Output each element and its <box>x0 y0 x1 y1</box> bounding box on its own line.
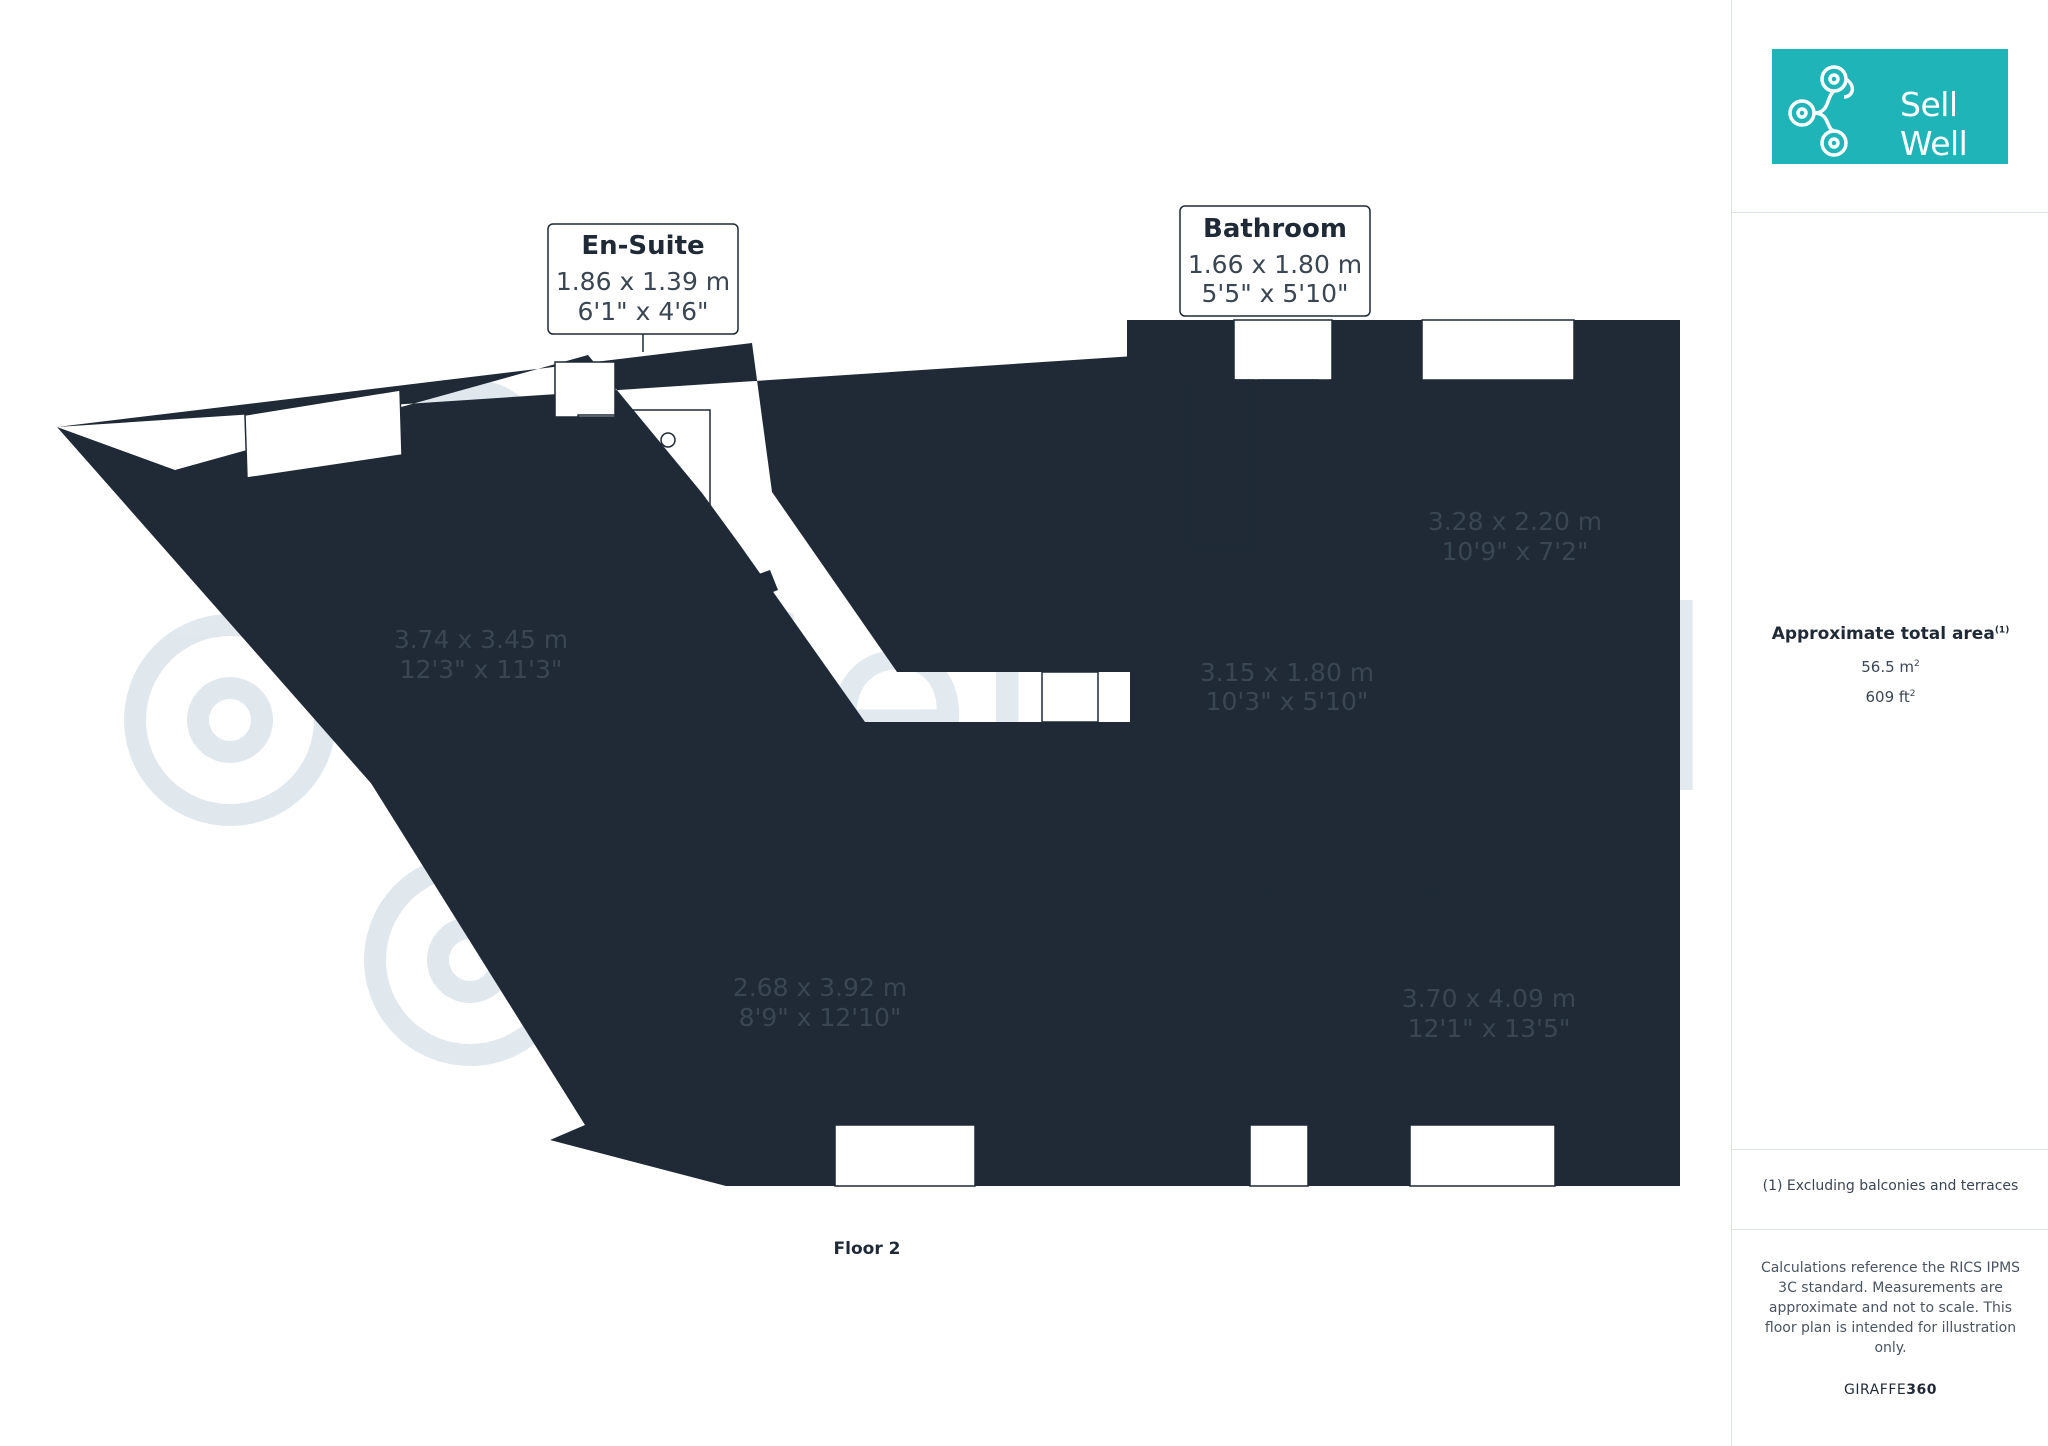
ensuite-sink-icon <box>688 528 762 602</box>
area-ft2: 609 ft2 <box>1865 688 1916 706</box>
door-icon <box>1023 759 1036 801</box>
ensuite-wall-s <box>700 570 778 615</box>
room-imperial-landing: 10'3" x 5'10" <box>1206 687 1369 716</box>
window <box>244 389 403 479</box>
room-name-bedroom-ne: Bedroom <box>1449 472 1581 502</box>
brand-prefix: GIRAFFE <box>1844 1382 1907 1398</box>
door-icon <box>1124 759 1137 801</box>
room-name-landing: Landing <box>1228 622 1345 652</box>
window <box>1409 1124 1556 1187</box>
room-metric-bedroom-se: 3.70 x 4.09 m <box>1402 984 1576 1013</box>
room-imperial-master-bedroom: 12'3" x 11'3" <box>400 655 563 684</box>
toilet-icon <box>577 414 619 481</box>
corridor-wall-s <box>1006 1015 1136 1035</box>
giraffe360-brand: GIRAFFE360 <box>1732 1382 2048 1398</box>
fixtures <box>577 379 1371 901</box>
bathroom-west-wall <box>1127 320 1187 570</box>
partition-wall-2 <box>1369 630 1386 730</box>
window <box>554 361 616 418</box>
window <box>1249 1124 1309 1187</box>
bedroom-ne-south-wall <box>1386 712 1620 729</box>
door-icon <box>1384 817 1456 896</box>
room-name-landing-small: Landing <box>1160 843 1277 873</box>
room-metric-en-suite: 1.86 x 1.39 m <box>556 267 730 296</box>
door-icon <box>807 726 881 806</box>
door-icon <box>894 835 976 906</box>
windows <box>244 319 1575 1187</box>
room-name-bedroom-sw: Bedroom <box>754 937 886 967</box>
north-wall <box>1127 320 1680 380</box>
window <box>1233 319 1333 381</box>
door-icon <box>1295 489 1370 571</box>
stair-rail <box>1269 826 1297 901</box>
storage-wall-w <box>1038 1035 1055 1125</box>
floor-label: Floor 2 <box>834 1239 901 1259</box>
ensuite-label <box>547 223 739 352</box>
sidebar: Sell Well Approximate total area(1) 56.5… <box>1731 0 2048 1446</box>
stairs-icon <box>1214 829 1281 901</box>
area-title-text: Approximate total area <box>1771 624 1995 644</box>
logo-mark-icon <box>1788 65 1855 157</box>
room-name-bedroom-se: Bedroom <box>1423 948 1555 978</box>
room-imperial-en-suite: 6'1" x 4'6" <box>577 297 708 326</box>
brand-suffix: 360 <box>1906 1382 1937 1398</box>
room-name-storage: Storage <box>1055 1060 1171 1090</box>
room-imperial-bedroom-ne: 10'9" x 7'2" <box>1442 537 1589 566</box>
partition-wall-3 <box>1369 745 1386 815</box>
diagonal-wall <box>57 427 755 1186</box>
storage-wall-e <box>1168 918 1185 1058</box>
bedroom-sw-west-wall <box>568 827 586 937</box>
window <box>1041 671 1099 723</box>
brand-logo: Sell Well <box>1772 49 2008 164</box>
footnote-text: (1) Excluding balconies and terraces <box>1762 1178 2019 1194</box>
window <box>834 1124 976 1187</box>
room-name-bathroom: Bathroom <box>1203 214 1347 244</box>
partition-wall <box>1369 380 1386 580</box>
area-title: Approximate total area(1) <box>1732 624 2048 644</box>
corridor-wall-w <box>1006 810 1024 1035</box>
wall-stub-2 <box>985 810 1006 827</box>
room-imperial-bedroom-sw: 8'9" x 12'10" <box>739 1003 902 1032</box>
room-metric-bathroom: 1.66 x 1.80 m <box>1188 250 1362 279</box>
room-imperial-bedroom-se: 12'1" x 13'5" <box>1408 1014 1571 1043</box>
shower-icon <box>629 409 711 511</box>
area-section: Approximate total area(1) 56.5 m2 609 ft… <box>1732 212 2048 1150</box>
west-wing-walls <box>57 320 1680 1186</box>
door-icon <box>1385 569 1457 649</box>
area-footnote-mark: (1) <box>1994 625 2010 636</box>
bathroom-label <box>1179 205 1371 317</box>
room-imperial-bathroom: 5'5" x 5'10" <box>1202 279 1349 308</box>
logo-text: Sell Well <box>1900 85 1968 163</box>
area-ft2-value: 609 ft <box>1865 688 1910 706</box>
room-metric-master-bedroom: 3.74 x 3.45 m <box>394 625 568 654</box>
area-m2-value: 56.5 m <box>1861 658 1915 676</box>
sink-icon <box>1257 379 1319 417</box>
doors <box>595 489 1457 906</box>
bath-icon <box>1186 379 1255 551</box>
door-icon <box>595 594 716 701</box>
stair-wall <box>1140 810 1296 827</box>
bedroom-sw-north-wall <box>568 827 878 847</box>
room-metric-bedroom-ne: 3.28 x 2.20 m <box>1428 507 1602 536</box>
room-name-en-suite: En-Suite <box>581 231 704 261</box>
logo-section: Sell Well <box>1732 0 2048 213</box>
floor-plan: Sell Well <box>57 205 1716 1259</box>
window <box>1421 319 1575 381</box>
corridor-wall-e <box>1136 722 1153 1052</box>
bathroom-south-wall <box>1127 553 1291 570</box>
room-metric-bedroom-sw: 2.68 x 3.92 m <box>733 973 907 1002</box>
footnote-section: (1) Excluding balconies and terraces <box>1732 1149 2048 1230</box>
area-m2: 56.5 m2 <box>1861 658 1920 676</box>
shower-head-icon <box>660 432 676 448</box>
disclaimer-text: Calculations reference the RICS IPMS 3C … <box>1760 1260 2021 1356</box>
wall-stub <box>876 810 894 845</box>
east-wall <box>1620 320 1680 1186</box>
ensuite-wall-w <box>545 418 615 565</box>
bath-inner <box>1191 384 1250 546</box>
toilet-icon <box>1329 379 1371 438</box>
room-metric-landing: 3.15 x 1.80 m <box>1200 658 1374 687</box>
room-name-master-bedroom: Master Bedroom <box>360 589 603 619</box>
stair-wall-3 <box>1140 898 1385 918</box>
